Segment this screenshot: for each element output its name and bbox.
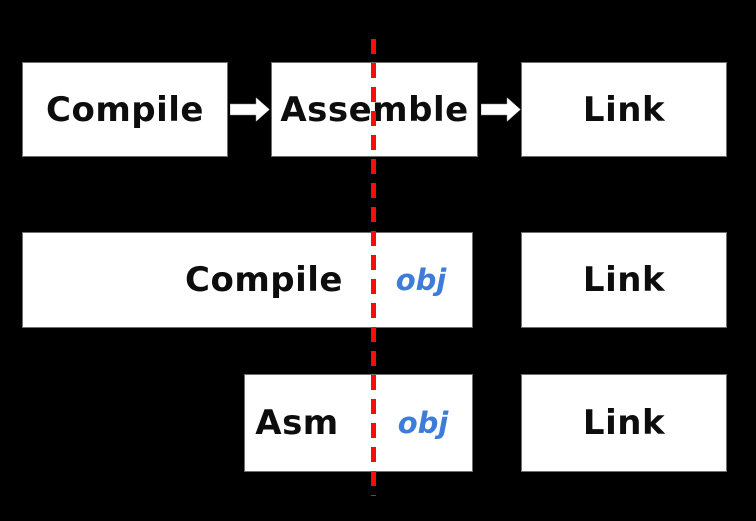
link-stage-label-top: Link [582, 89, 666, 130]
assembler-phase-box: Asm obj [244, 374, 473, 472]
link-stage-box-top: Link [521, 62, 727, 157]
right-block-arrow-icon [230, 97, 270, 122]
asm-phase-label: Asm [255, 403, 339, 443]
compile-stage-box: Compile [22, 62, 228, 157]
link-stage-box-bottom: Link [521, 374, 727, 472]
link-stage-label-middle: Link [582, 260, 666, 300]
assemble-stage-box: Assemble [271, 62, 478, 157]
link-stage-label-bottom: Link [582, 403, 666, 443]
assemble-stage-label: Assemble [280, 89, 469, 130]
link-stage-box-middle: Link [521, 232, 727, 328]
obj-artifact-label: obj [395, 263, 447, 297]
compile-stage-label: Compile [46, 89, 204, 130]
compiler-phase-label: Compile [185, 260, 343, 300]
compiler-phase-box: Compile obj [22, 232, 473, 328]
right-block-arrow-icon [481, 97, 521, 122]
obj-artifact-label: obj [397, 406, 449, 440]
